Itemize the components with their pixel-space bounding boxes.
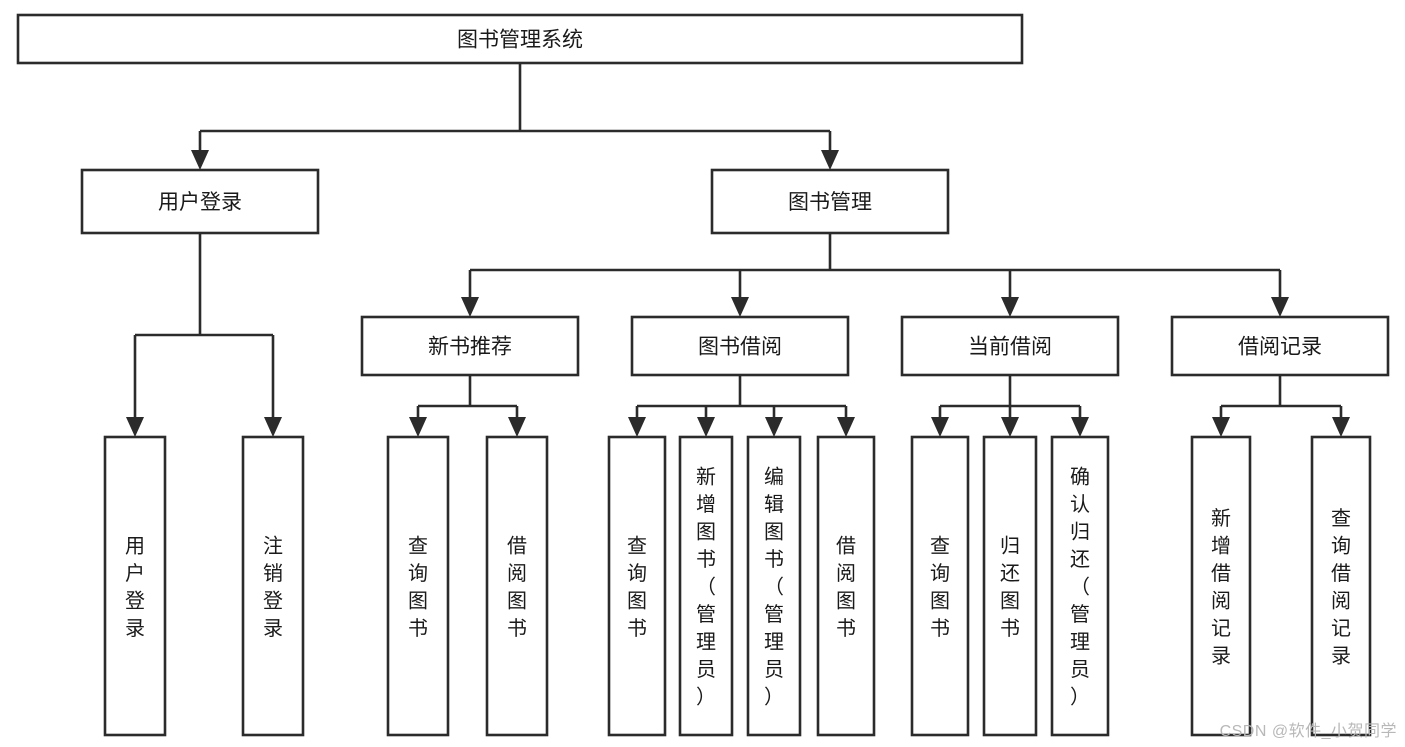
node-root-system[interactable]: 图书管理系统	[16, 13, 1024, 65]
connector-arrowhead	[821, 150, 839, 170]
node-leaf-add-book[interactable]: 新增图书（管理员）	[678, 435, 734, 737]
node-leaf-add-record[interactable]: 新增借阅记录	[1190, 435, 1252, 737]
node-leaf-borrow-book-2-rect[interactable]	[816, 435, 876, 737]
connector-arrowhead	[1212, 417, 1230, 437]
node-borrow-record-rect[interactable]	[1170, 315, 1390, 377]
connector-arrowhead	[697, 417, 715, 437]
node-leaf-query-record[interactable]: 查询借阅记录	[1310, 435, 1372, 737]
node-leaf-confirm-return[interactable]: 确认归还（管理员）	[1050, 435, 1110, 737]
connector-arrowhead	[628, 417, 646, 437]
node-leaf-edit-book[interactable]: 编辑图书（管理员）	[746, 435, 802, 737]
node-leaf-query-book-2-rect[interactable]	[607, 435, 667, 737]
csdn-watermark: CSDN @软件_小贺同学	[1219, 723, 1397, 740]
connector-arrowhead	[731, 297, 749, 317]
node-leaf-query-book-3-label: 查询图书	[930, 534, 950, 640]
node-leaf-borrow-book-2-label: 借阅图书	[836, 534, 856, 640]
connector-arrowhead	[765, 417, 783, 437]
node-leaf-user-login[interactable]: 用户登录	[103, 435, 167, 737]
node-user-login-rect[interactable]	[80, 168, 320, 235]
connector-arrowhead	[837, 417, 855, 437]
node-leaf-query-book-3[interactable]: 查询图书	[910, 435, 970, 737]
node-leaf-return-book[interactable]: 归还图书	[982, 435, 1038, 737]
node-leaf-edit-book-rect[interactable]	[746, 435, 802, 737]
node-leaf-query-book-3-rect[interactable]	[910, 435, 970, 737]
node-leaf-confirm-return-rect[interactable]	[1050, 435, 1110, 737]
node-root-system-rect[interactable]	[16, 13, 1024, 65]
node-leaf-edit-book-label: 编辑图书（管理员）	[764, 466, 784, 709]
connector-arrowhead	[1001, 417, 1019, 437]
node-leaf-add-book-rect[interactable]	[678, 435, 734, 737]
node-leaf-user-logout-label: 注销登录	[263, 534, 283, 640]
node-leaf-query-book-1-label: 查询图书	[408, 534, 428, 640]
node-leaf-user-logout[interactable]: 注销登录	[241, 435, 305, 737]
node-new-book-recommend-label: 新书推荐	[428, 336, 512, 359]
node-leaf-borrow-book-1-rect[interactable]	[485, 435, 549, 737]
node-leaf-borrow-book-1[interactable]: 借阅图书	[485, 435, 549, 737]
node-root-system-label: 图书管理系统	[457, 29, 583, 52]
connector-arrowhead	[126, 417, 144, 437]
node-book-borrow[interactable]: 图书借阅	[630, 315, 850, 377]
node-leaf-user-logout-rect[interactable]	[241, 435, 305, 737]
node-current-borrow-label: 当前借阅	[968, 336, 1052, 359]
node-leaf-query-record-rect[interactable]	[1310, 435, 1372, 737]
node-book-borrow-rect[interactable]	[630, 315, 850, 377]
connector-arrowhead	[931, 417, 949, 437]
connector-arrowhead	[191, 150, 209, 170]
connector-arrowhead	[508, 417, 526, 437]
node-leaf-query-book-1[interactable]: 查询图书	[386, 435, 450, 737]
node-leaf-user-login-label: 用户登录	[125, 535, 145, 640]
node-borrow-record[interactable]: 借阅记录	[1170, 315, 1390, 377]
node-new-book-recommend[interactable]: 新书推荐	[360, 315, 580, 377]
node-book-management[interactable]: 图书管理	[710, 168, 950, 235]
node-leaf-return-book-label: 归还图书	[1000, 534, 1020, 640]
node-user-login-label: 用户登录	[158, 191, 242, 214]
node-leaf-add-record-rect[interactable]	[1190, 435, 1252, 737]
node-borrow-record-label: 借阅记录	[1238, 336, 1322, 359]
node-leaf-query-book-2-label: 查询图书	[627, 534, 647, 640]
node-book-management-label: 图书管理	[788, 191, 872, 214]
connector-arrowhead	[461, 297, 479, 317]
node-leaf-query-book-2[interactable]: 查询图书	[607, 435, 667, 737]
node-leaf-borrow-book-2[interactable]: 借阅图书	[816, 435, 876, 737]
node-leaf-query-record-label: 查询借阅记录	[1331, 507, 1351, 668]
node-new-book-recommend-rect[interactable]	[360, 315, 580, 377]
connector-arrowhead	[409, 417, 427, 437]
node-leaf-borrow-book-1-label: 借阅图书	[507, 534, 527, 640]
node-leaf-return-book-rect[interactable]	[982, 435, 1038, 737]
connector-arrowhead	[1271, 297, 1289, 317]
connector-arrowhead	[1332, 417, 1350, 437]
connector-arrowhead	[1071, 417, 1089, 437]
connector-arrowhead	[264, 417, 282, 437]
node-book-borrow-label: 图书借阅	[698, 336, 782, 359]
node-user-login[interactable]: 用户登录	[80, 168, 320, 235]
node-leaf-add-book-label: 新增图书（管理员）	[696, 466, 716, 709]
node-leaf-confirm-return-label: 确认归还（管理员）	[1070, 466, 1090, 709]
node-current-borrow-rect[interactable]	[900, 315, 1120, 377]
node-leaf-query-book-1-rect[interactable]	[386, 435, 450, 737]
node-current-borrow[interactable]: 当前借阅	[900, 315, 1120, 377]
node-leaf-user-login-rect[interactable]	[103, 435, 167, 737]
node-book-management-rect[interactable]	[710, 168, 950, 235]
node-leaf-add-record-label: 新增借阅记录	[1211, 507, 1231, 668]
connector-arrowhead	[1001, 297, 1019, 317]
